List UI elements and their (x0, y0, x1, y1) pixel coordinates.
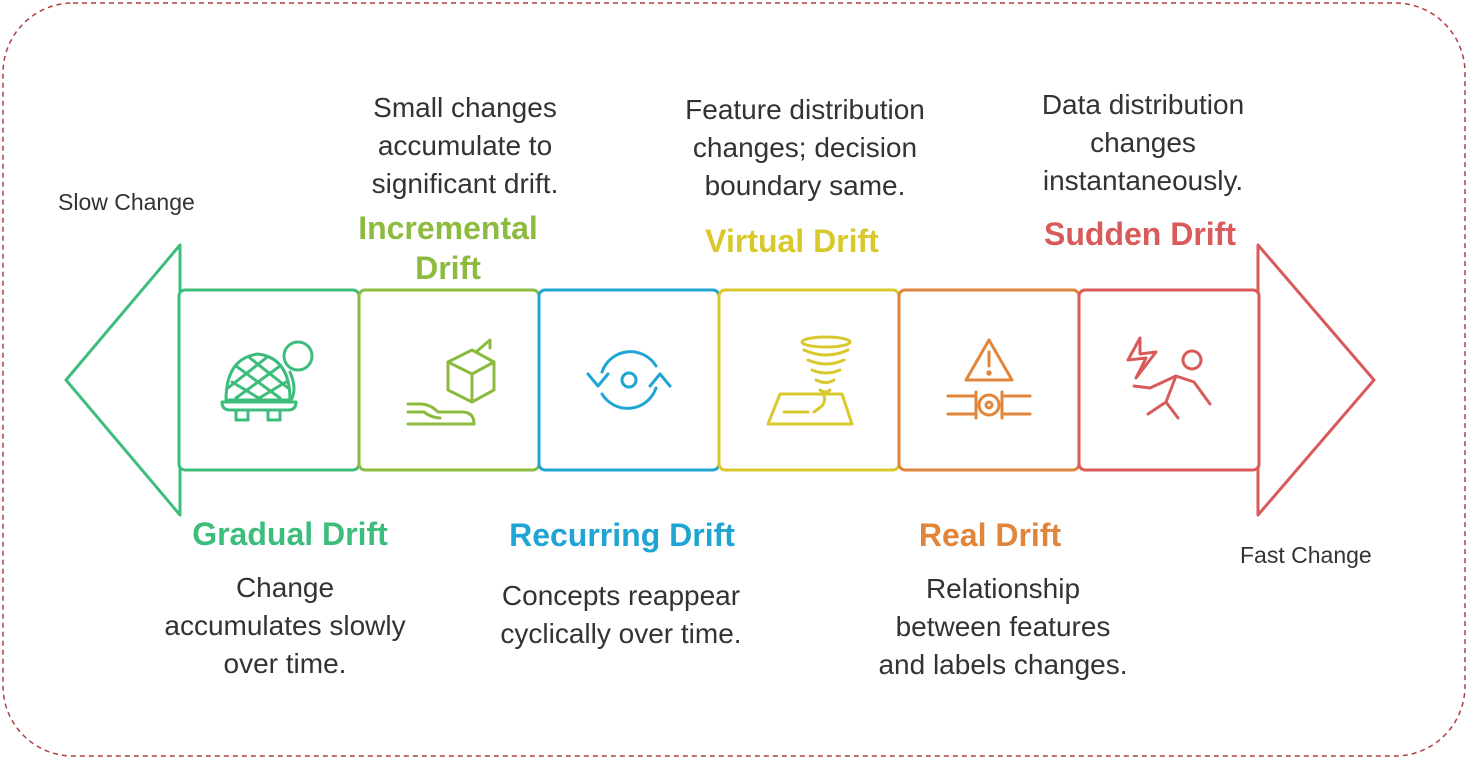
left-arrow-head (64, 243, 182, 517)
stage-title-gradual: Gradual Drift (192, 516, 388, 552)
warning-pipe-icon (946, 338, 1032, 420)
stage-box-gradual (177, 288, 361, 472)
stage-box-virtual (717, 288, 901, 472)
stage-desc-recurring: Concepts reappear cyclically over time. (500, 580, 742, 649)
stage-title-virtual: Virtual Drift (705, 223, 879, 259)
stage-desc-incremental: Small changes accumulate to significant … (371, 92, 559, 199)
tornado-icon (766, 335, 854, 426)
stage-title-real: Real Drift (918, 517, 1062, 553)
box-on-hand-icon (406, 338, 496, 426)
stage-desc-gradual: Change accumulates slowly over time. (164, 572, 406, 679)
slow-change-label: Slow Change (58, 189, 195, 215)
falling-person-icon (1126, 336, 1212, 420)
cycle-arrows-icon (586, 350, 672, 410)
stage-box-recurring (537, 288, 721, 472)
stage-desc-sudden: Data distribution changes instantaneousl… (1041, 89, 1245, 196)
stage-title-recurring: Recurring Drift (509, 517, 735, 553)
right-arrow-head (1256, 243, 1376, 517)
stage-desc-real: Relationship between features and labels… (878, 573, 1128, 680)
fast-change-label: Fast Change (1240, 542, 1372, 568)
stage-title-sudden: Sudden Drift (1044, 216, 1236, 252)
turtle-icon (220, 340, 314, 422)
stage-title-incremental: Incremental Drift (358, 210, 538, 286)
stage-desc-virtual: Feature distribution changes; decision b… (685, 94, 925, 201)
